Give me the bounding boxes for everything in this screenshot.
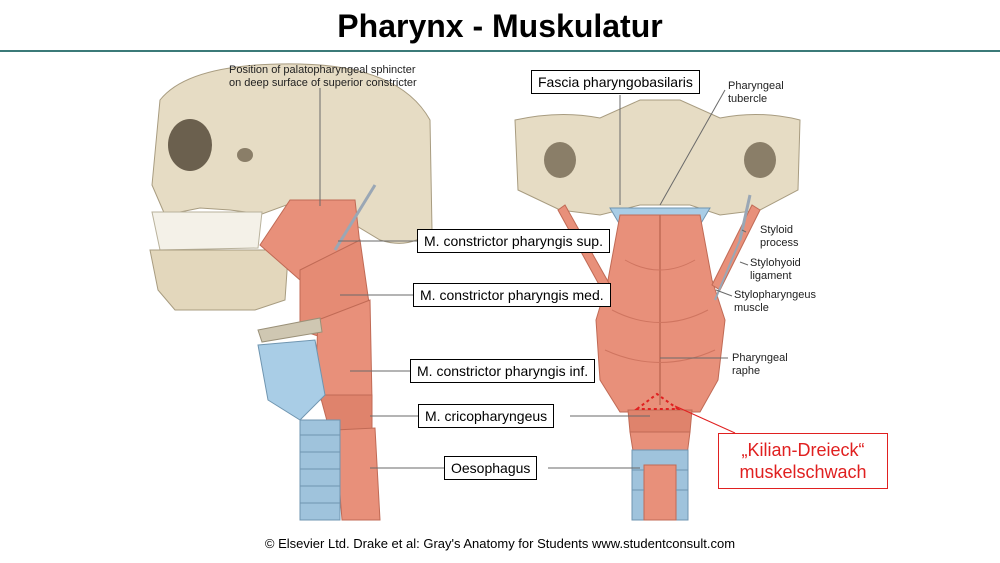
stylohyoid-ligament <box>714 239 741 301</box>
upper-teeth <box>151 211 263 251</box>
trachea-lateral <box>299 419 341 521</box>
label-constrictor-sup: M. constrictor pharyngis sup. <box>417 229 610 253</box>
trachea-posterior <box>631 449 689 521</box>
orbit <box>168 119 212 171</box>
label-fascia-pharyngobasilaris: Fascia pharyngobasilaris <box>531 70 700 94</box>
palatopharyngeal-annotation: Position of palatopharyngeal sphincter o… <box>229 64 417 89</box>
styloid-process-right <box>738 194 752 241</box>
leader-lines <box>319 88 749 469</box>
copyright-notice: © Elsevier Ltd. Drake et al: Gray's Anat… <box>264 536 736 551</box>
kilian-triangle-marker <box>634 392 682 410</box>
title-divider <box>0 50 1000 52</box>
cricopharyngeus-posterior <box>627 409 693 433</box>
oesophagus-lateral <box>334 427 381 521</box>
page-title: Pharynx - Muskulatur <box>337 8 663 44</box>
hyoid <box>257 317 323 343</box>
pharyngeal-tubercle-annotation: Pharyngeal tubercle <box>728 80 784 105</box>
stylopharyngeus-annotation: Stylopharyngeus muscle <box>734 289 816 314</box>
styloid-process-annotation: Styloid process <box>760 224 799 249</box>
pharyngeal-raphe-annotation: Pharyngeal raphe <box>732 352 788 377</box>
kilian-dreieck-callout: „Kilian-Dreieck“ muskelschwach <box>718 433 888 489</box>
label-oesophagus: Oesophagus <box>444 456 538 480</box>
kilian-leader <box>674 405 736 434</box>
lateral-view-illustration <box>149 63 433 521</box>
kilian-title: „Kilian-Dreieck“ <box>741 440 865 460</box>
stylohyoid-ligament-annotation: Stylohyoid ligament <box>750 257 801 282</box>
skull-base <box>514 99 801 216</box>
kilian-subtitle: muskelschwach <box>739 462 867 482</box>
label-constrictor-med: M. constrictor pharyngis med. <box>413 283 611 307</box>
skull <box>151 63 433 244</box>
label-constrictor-inf: M. constrictor pharyngis inf. <box>410 359 596 383</box>
label-cricopharyngeus: M. cricopharyngeus <box>418 404 555 428</box>
thyroid-cartilage <box>257 339 326 421</box>
